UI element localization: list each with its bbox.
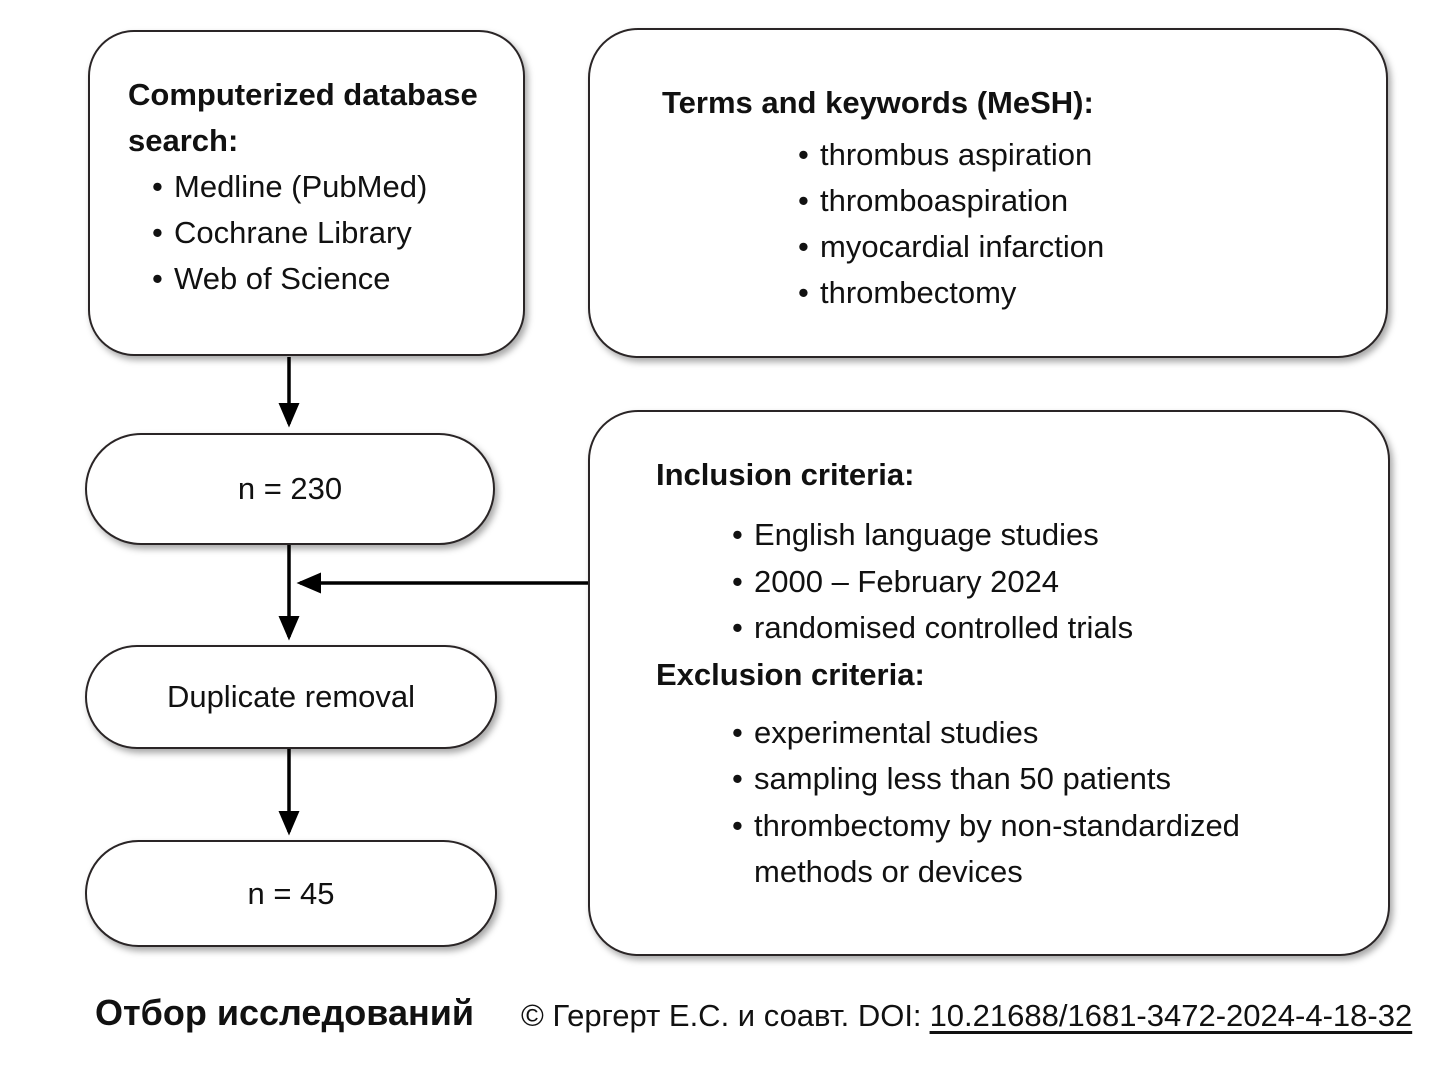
- list-item: Medline (PubMed): [152, 164, 497, 210]
- list-item: Web of Science: [152, 256, 497, 302]
- count-230-label: n = 230: [237, 471, 343, 506]
- inclusion-criteria-title: Inclusion criteria:: [656, 457, 915, 492]
- inclusion-criteria-list: English language studies 2000 – February…: [732, 512, 1352, 652]
- criteria-box: Inclusion criteria: English language stu…: [588, 410, 1390, 956]
- count-230-box: n = 230: [85, 433, 495, 545]
- list-item: thrombus aspiration: [798, 132, 1356, 178]
- attribution-text: © Гергерт Е.С. и соавт. DOI:: [521, 998, 922, 1033]
- count-45-box: n = 45: [85, 840, 497, 947]
- list-item: thrombectomy by non-standardized methods…: [732, 803, 1314, 896]
- terms-box-list: thrombus aspiration thromboaspiration my…: [798, 132, 1356, 316]
- list-item: 2000 – February 2024: [732, 559, 1314, 606]
- count-45-label: n = 45: [247, 875, 335, 911]
- terms-box-title: Terms and keywords (MeSH):: [662, 85, 1094, 120]
- duplicate-removal-label: Duplicate removal: [166, 679, 416, 714]
- search-box: Computerized database search: Medline (P…: [88, 30, 525, 356]
- exclusion-criteria-title: Exclusion criteria:: [656, 656, 925, 692]
- figure-title: Отбор исследований: [95, 992, 474, 1033]
- list-item: thromboaspiration: [798, 178, 1356, 224]
- list-item: thrombectomy: [798, 270, 1356, 316]
- list-item: randomised controlled trials: [732, 605, 1314, 652]
- terms-box: Terms and keywords (MeSH): thrombus aspi…: [588, 28, 1388, 358]
- attribution: © Гергерт Е.С. и соавт. DOI:10.21688/168…: [521, 998, 1412, 1034]
- search-box-list: Medline (PubMed) Cochrane Library Web of…: [152, 164, 497, 302]
- list-item: English language studies: [732, 512, 1314, 559]
- exclusion-criteria-list: experimental studies sampling less than …: [732, 710, 1352, 896]
- list-item: experimental studies: [732, 710, 1314, 757]
- search-box-title: Computerized database search:: [128, 77, 478, 158]
- list-item: myocardial infarction: [798, 224, 1356, 270]
- doi-link[interactable]: 10.21688/1681-3472-2024-4-18-32: [929, 998, 1413, 1033]
- duplicate-removal-box: Duplicate removal: [85, 645, 497, 749]
- list-item: Cochrane Library: [152, 210, 497, 256]
- list-item: sampling less than 50 patients: [732, 756, 1314, 803]
